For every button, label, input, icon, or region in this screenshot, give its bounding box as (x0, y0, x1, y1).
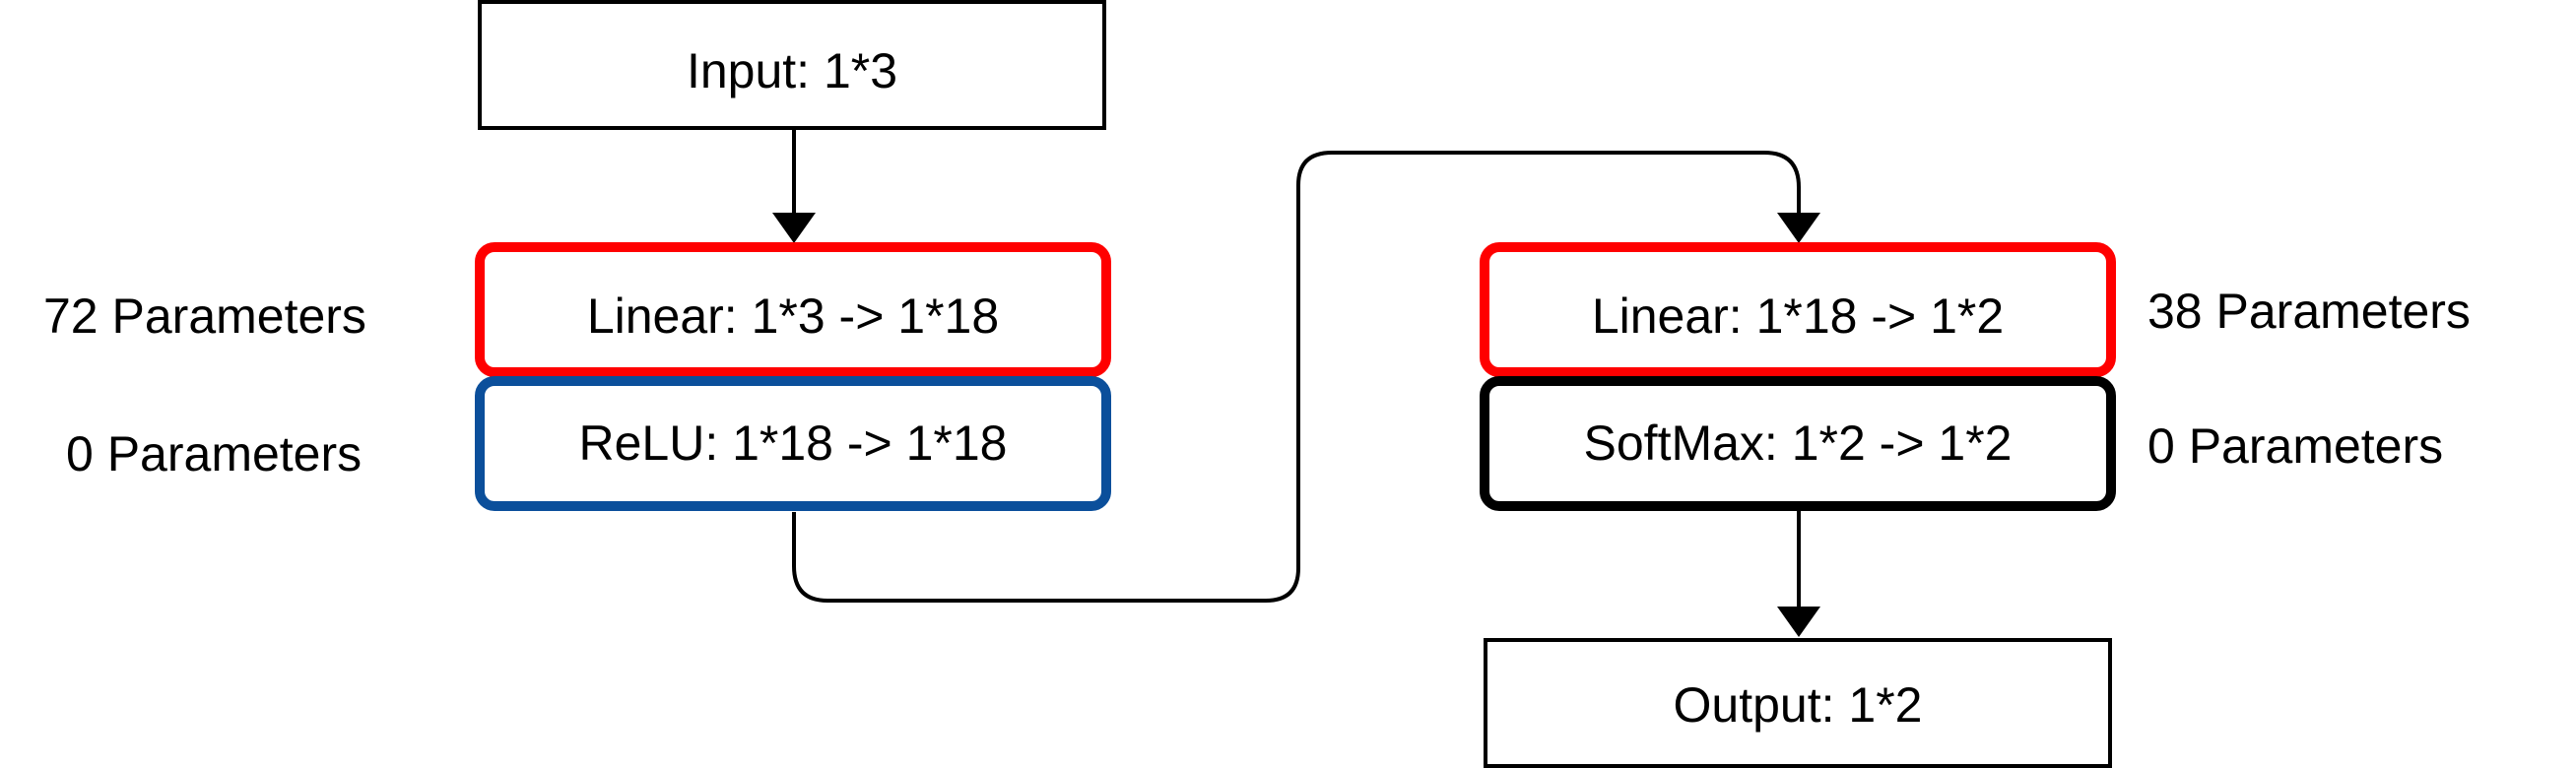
input-label: Input: 1*3 (687, 43, 897, 98)
linear1-label: Linear: 1*3 -> 1*18 (587, 288, 999, 344)
output-box (1484, 638, 2112, 768)
linear1-node: Linear: 1*3 -> 1*18 72 Parameters (43, 242, 1111, 377)
relu-params: 0 Parameters (66, 426, 362, 481)
input-box (478, 0, 1106, 130)
output-node: Output: 1*2 (1484, 638, 2112, 768)
linear2-params: 38 Parameters (2147, 284, 2471, 339)
softmax-box (1480, 376, 2116, 511)
arrowhead-input-to-linear1 (772, 213, 816, 243)
linear1-box (475, 242, 1111, 377)
output-label: Output: 1*2 (1674, 677, 1923, 733)
arrowhead-softmax-to-output (1777, 607, 1820, 637)
arrowhead-relu-to-linear2 (1777, 213, 1820, 243)
input-node: Input: 1*3 (478, 0, 1106, 130)
relu-label: ReLU: 1*18 -> 1*18 (578, 416, 1007, 471)
softmax-node: SoftMax: 1*2 -> 1*2 0 Parameters (1480, 376, 2443, 511)
relu-node: ReLU: 1*18 -> 1*18 0 Parameters (66, 376, 1111, 511)
linear1-params: 72 Parameters (43, 288, 366, 344)
connectors (772, 128, 1820, 637)
linear2-node: Linear: 1*18 -> 1*2 38 Parameters (1480, 242, 2471, 377)
softmax-label: SoftMax: 1*2 -> 1*2 (1584, 416, 2013, 471)
arrow-relu-to-linear2 (792, 151, 1801, 603)
linear2-label: Linear: 1*18 -> 1*2 (1592, 288, 2004, 344)
softmax-params: 0 Parameters (2147, 418, 2443, 474)
linear2-box (1480, 242, 2116, 377)
relu-box (475, 376, 1111, 511)
